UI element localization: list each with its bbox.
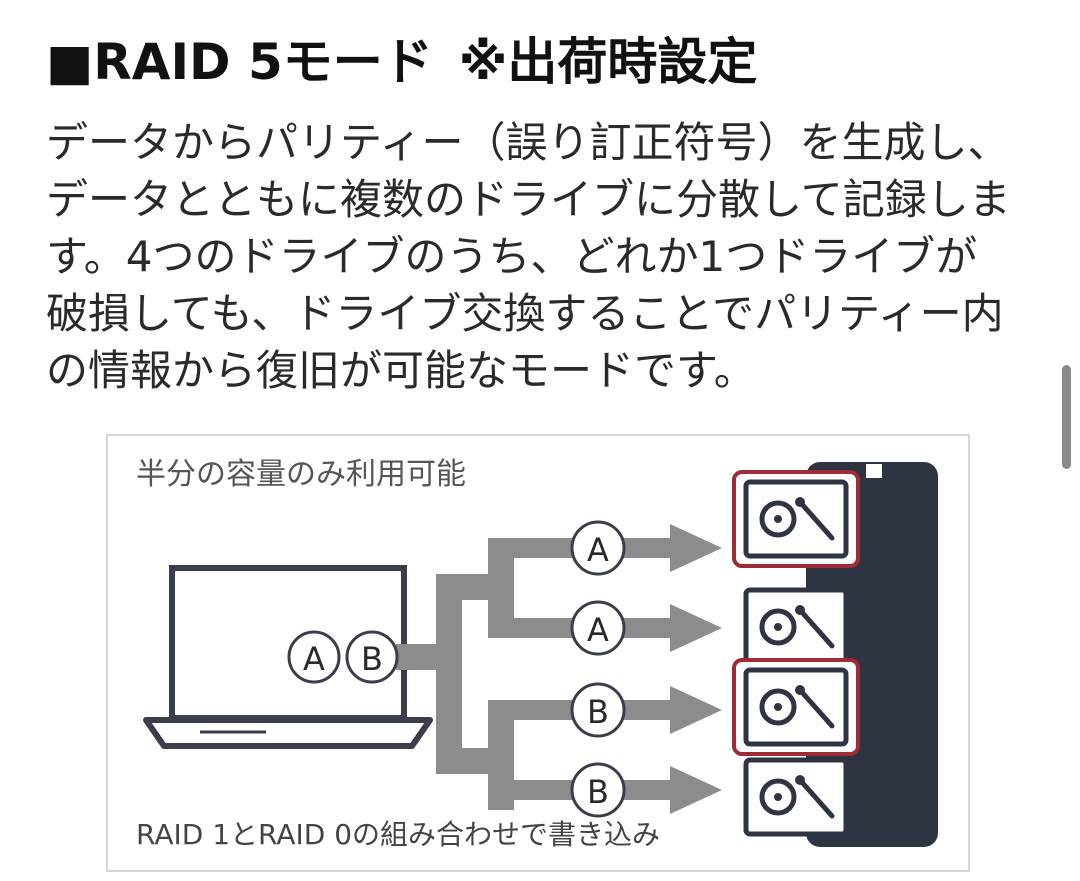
description-line: 破損しても、ドライブ交換することでパリティー内 xyxy=(46,289,1004,338)
hard-drive-icon xyxy=(743,587,849,667)
heading-note: ※出荷時設定 xyxy=(458,33,758,91)
description-paragraph: データからパリティー（誤り訂正符号）を生成し、 データとともに複数のドライブに分… xyxy=(46,114,1046,399)
hard-drive-icon xyxy=(743,757,849,837)
heading-mark: ■ xyxy=(46,33,94,91)
branch-label: A xyxy=(587,531,609,569)
source-data-labels: A B xyxy=(287,630,399,684)
branch-label: B xyxy=(587,693,609,731)
description-line: データとともに複数のドライブに分散して記録しま xyxy=(46,175,1011,224)
enclosure-light xyxy=(866,464,882,478)
hard-drive-icon xyxy=(732,470,860,568)
description-line: の情報から復旧が可能なモードです。 xyxy=(46,346,756,395)
description-line: す。4つのドライブのうち、どれか1つドライブが xyxy=(46,232,978,281)
heading-title: RAID 5モード xyxy=(93,33,433,91)
diagram-top-caption: 半分の容量のみ利用可能 xyxy=(136,457,466,492)
scrollbar-thumb[interactable] xyxy=(1062,365,1071,469)
source-label-b: B xyxy=(361,640,383,678)
raid-diagram-svg: 半分の容量のみ利用可能 RAID 1とRAID 0の組み合わせで書き込み xyxy=(106,434,970,872)
description-line: データからパリティー（誤り訂正符号）を生成し、 xyxy=(46,118,1010,167)
branch-data-labels: A A B B xyxy=(570,520,626,818)
source-label-a: A xyxy=(303,640,325,678)
hard-drive-icon xyxy=(732,658,860,756)
branch-label: A xyxy=(587,611,609,649)
section-heading: ■RAID 5モード ※出荷時設定 xyxy=(46,22,757,94)
diagram-bottom-caption: RAID 1とRAID 0の組み合わせで書き込み xyxy=(136,818,660,851)
raid-diagram: 半分の容量のみ利用可能 RAID 1とRAID 0の組み合わせで書き込み xyxy=(106,434,972,874)
branch-label: B xyxy=(587,773,609,811)
